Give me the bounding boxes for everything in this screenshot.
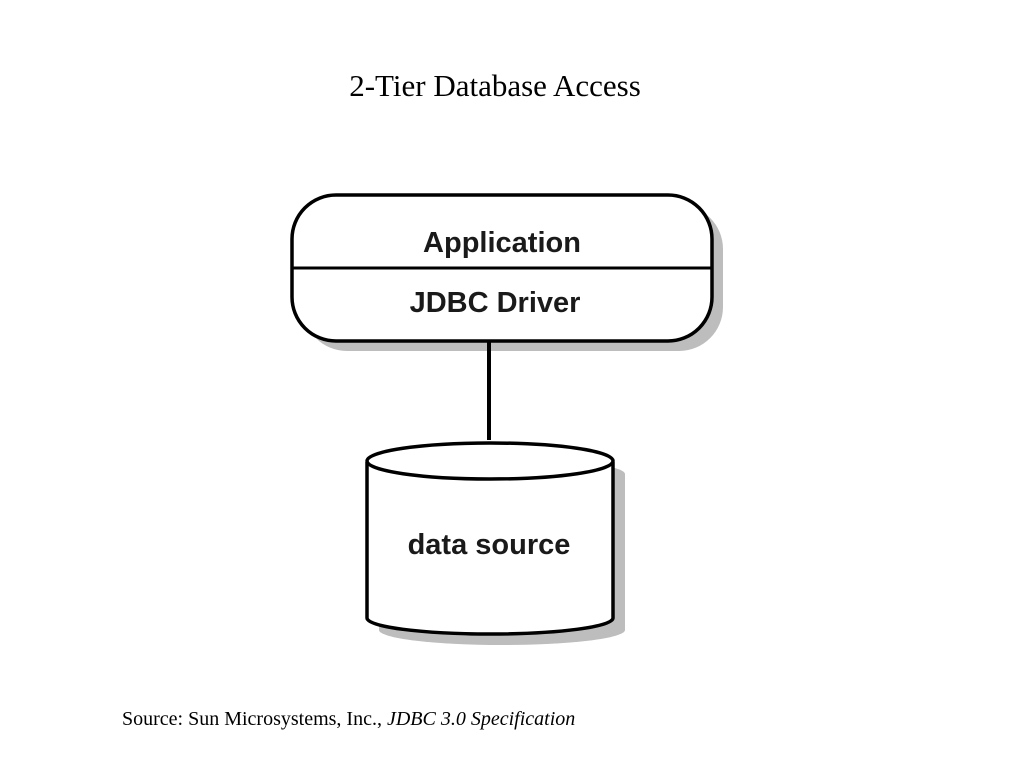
source-spec: JDBC 3.0 Specification [386, 708, 576, 730]
data-source-top [365, 441, 615, 481]
jdbc-driver-label: JDBC Driver [410, 287, 581, 319]
application-label: Application [423, 227, 581, 259]
source-prefix: Source: Sun Microsystems, Inc., [122, 708, 382, 730]
data-source-cylinder [365, 462, 615, 636]
data-source-label: data source [408, 529, 571, 561]
source-citation: Source: Sun Microsystems, Inc., JDBC 3.0… [122, 708, 575, 731]
page-title: 2-Tier Database Access [349, 68, 641, 103]
